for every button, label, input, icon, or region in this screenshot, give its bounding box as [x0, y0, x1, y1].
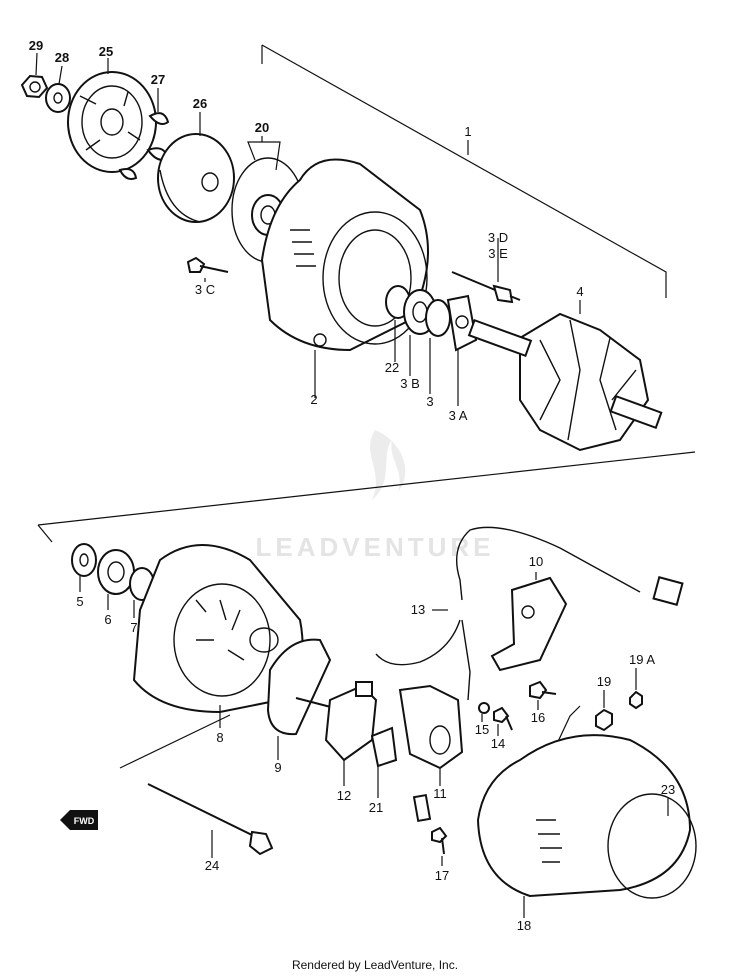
part-3d-stud: [451, 238, 521, 304]
label-3d: 3 D: [488, 230, 508, 245]
part-3-washer: [425, 299, 451, 394]
label-18: 18: [517, 918, 531, 933]
label-15: 15: [475, 722, 489, 737]
part-26-damper: [157, 112, 235, 223]
label-21: 21: [369, 800, 383, 815]
label-1: 1: [464, 124, 471, 139]
label-23: 23: [661, 782, 675, 797]
part-28-washer: [45, 65, 71, 113]
fwd-badge-text: FWD: [74, 816, 95, 826]
label-19a: 19 A: [629, 652, 655, 667]
assembly-bracket: [37, 44, 696, 543]
label-3c: 3 C: [195, 282, 215, 297]
label-14: 14: [491, 736, 505, 751]
label-28: 28: [55, 50, 69, 65]
part-29-nut: [20, 52, 49, 99]
label-20: 20: [255, 120, 269, 135]
part-19-nut: [595, 690, 613, 732]
part-5-washer: [71, 543, 97, 592]
part-18-rear-cover: [476, 734, 697, 918]
label-25: 25: [99, 44, 113, 59]
part-3c-bolt: [186, 256, 229, 282]
part-17-terminal: [412, 793, 448, 866]
part-3a-plate: [446, 294, 478, 406]
label-19: 19: [597, 674, 611, 689]
part-13-wire: [375, 526, 684, 701]
label-12: 12: [337, 788, 351, 803]
label-26: 26: [193, 96, 207, 111]
label-4: 4: [576, 284, 583, 299]
label-17: 17: [435, 868, 449, 883]
part-labels: 29 28 25 27 26 20 1 3 D 3 E 3 C 4 22 3 B…: [29, 38, 675, 933]
label-2: 2: [310, 392, 317, 407]
part-8-rear-housing: [132, 544, 304, 728]
part-19a-nut: [629, 668, 643, 710]
label-3b: 3 B: [400, 376, 420, 391]
label-16: 16: [531, 710, 545, 725]
label-3: 3: [426, 394, 433, 409]
part-16-screw: [529, 680, 557, 710]
part-12-regulator: [324, 681, 378, 786]
watermark-text: LEADVENTURE: [255, 532, 494, 562]
fwd-indicator: FWD: [60, 810, 98, 830]
watermark: LEADVENTURE: [255, 430, 494, 562]
label-5: 5: [76, 594, 83, 609]
part-4-rotor: [467, 300, 663, 452]
label-6: 6: [104, 612, 111, 627]
label-29: 29: [29, 38, 43, 53]
footer-credit: Rendered by LeadVenture, Inc.: [291, 958, 459, 972]
part-24-bolt: [147, 783, 274, 858]
part-15-washer: [478, 702, 490, 722]
label-8: 8: [216, 730, 223, 745]
label-10: 10: [529, 554, 543, 569]
part-27-clips: [118, 88, 170, 180]
label-3e: 3 E: [488, 246, 508, 261]
label-9: 9: [274, 760, 281, 775]
part-9-plate: [266, 638, 351, 760]
part-21-insulator: [370, 726, 398, 798]
part-6-bearing: [97, 549, 135, 610]
label-7: 7: [130, 620, 137, 635]
part-11-rectifier: [398, 684, 464, 786]
part-2-front-housing: [260, 158, 429, 398]
label-13: 13: [411, 602, 425, 617]
part-25-pulley: [67, 58, 157, 173]
part-14-screw: [493, 706, 513, 736]
part-10-brush-holder: [490, 572, 568, 672]
label-22: 22: [385, 360, 399, 375]
label-24: 24: [205, 858, 219, 873]
label-3a: 3 A: [449, 408, 468, 423]
label-11: 11: [433, 786, 447, 801]
label-27: 27: [151, 72, 165, 87]
